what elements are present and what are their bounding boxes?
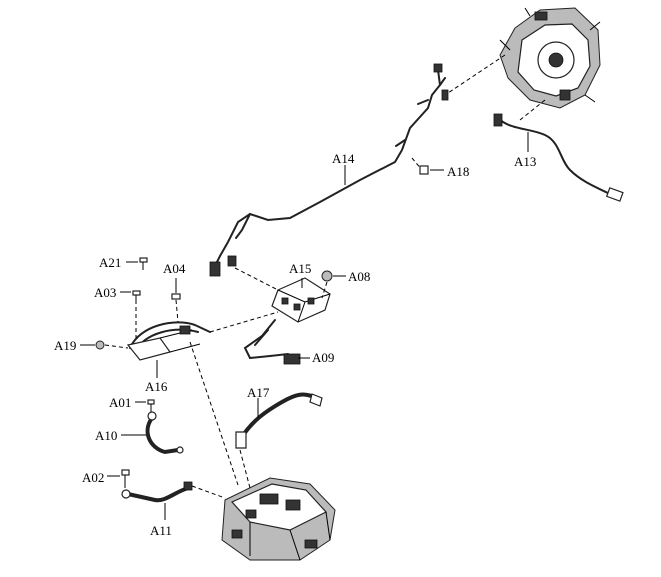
bolt-a03 xyxy=(120,290,141,338)
cable-a11 xyxy=(121,481,193,503)
nut-a08 xyxy=(321,270,346,299)
label-a02: A02 xyxy=(82,470,104,485)
label-a19: A19 xyxy=(54,338,76,353)
label-a15: A15 xyxy=(289,261,311,276)
label-a08: A08 xyxy=(348,269,370,284)
label-a01: A01 xyxy=(109,395,131,410)
label-a14: A14 xyxy=(332,151,355,166)
leader-dash-a16-module xyxy=(209,311,279,333)
label-a03: A03 xyxy=(94,285,116,300)
bolt-a01 xyxy=(135,399,155,412)
bolt-a02 xyxy=(107,469,130,488)
leader-dash-a16-unit xyxy=(189,341,239,486)
transmission-assembly xyxy=(499,7,601,109)
bolt-a18 xyxy=(411,157,444,175)
label-a11: A11 xyxy=(150,523,172,538)
bolt-a04 xyxy=(171,278,181,323)
harness-a09 xyxy=(243,319,301,365)
cable-a16 xyxy=(126,321,211,361)
module-a15 xyxy=(271,277,331,323)
leader-dash-a15-harness xyxy=(234,267,279,291)
cable-a17 xyxy=(235,392,323,449)
bolt-a21 xyxy=(126,257,148,270)
label-a13: A13 xyxy=(514,154,536,169)
harness-a14 xyxy=(209,63,449,277)
leader-dash-a11-unit xyxy=(191,485,226,499)
leader-dash-transmission xyxy=(444,54,506,96)
label-a10: A10 xyxy=(95,428,117,443)
nut-a19 xyxy=(80,340,129,350)
leader-dash-a13 xyxy=(519,99,546,121)
leader-dash-a17-unit xyxy=(239,449,251,489)
label-a04: A04 xyxy=(163,261,186,276)
label-a17: A17 xyxy=(247,385,270,400)
cable-a10 xyxy=(145,411,184,455)
label-a21: A21 xyxy=(99,255,121,270)
harness-a13 xyxy=(493,113,624,202)
label-a09: A09 xyxy=(312,350,334,365)
label-a18: A18 xyxy=(447,164,469,179)
power-unit xyxy=(221,477,336,561)
label-a16: A16 xyxy=(145,379,168,394)
